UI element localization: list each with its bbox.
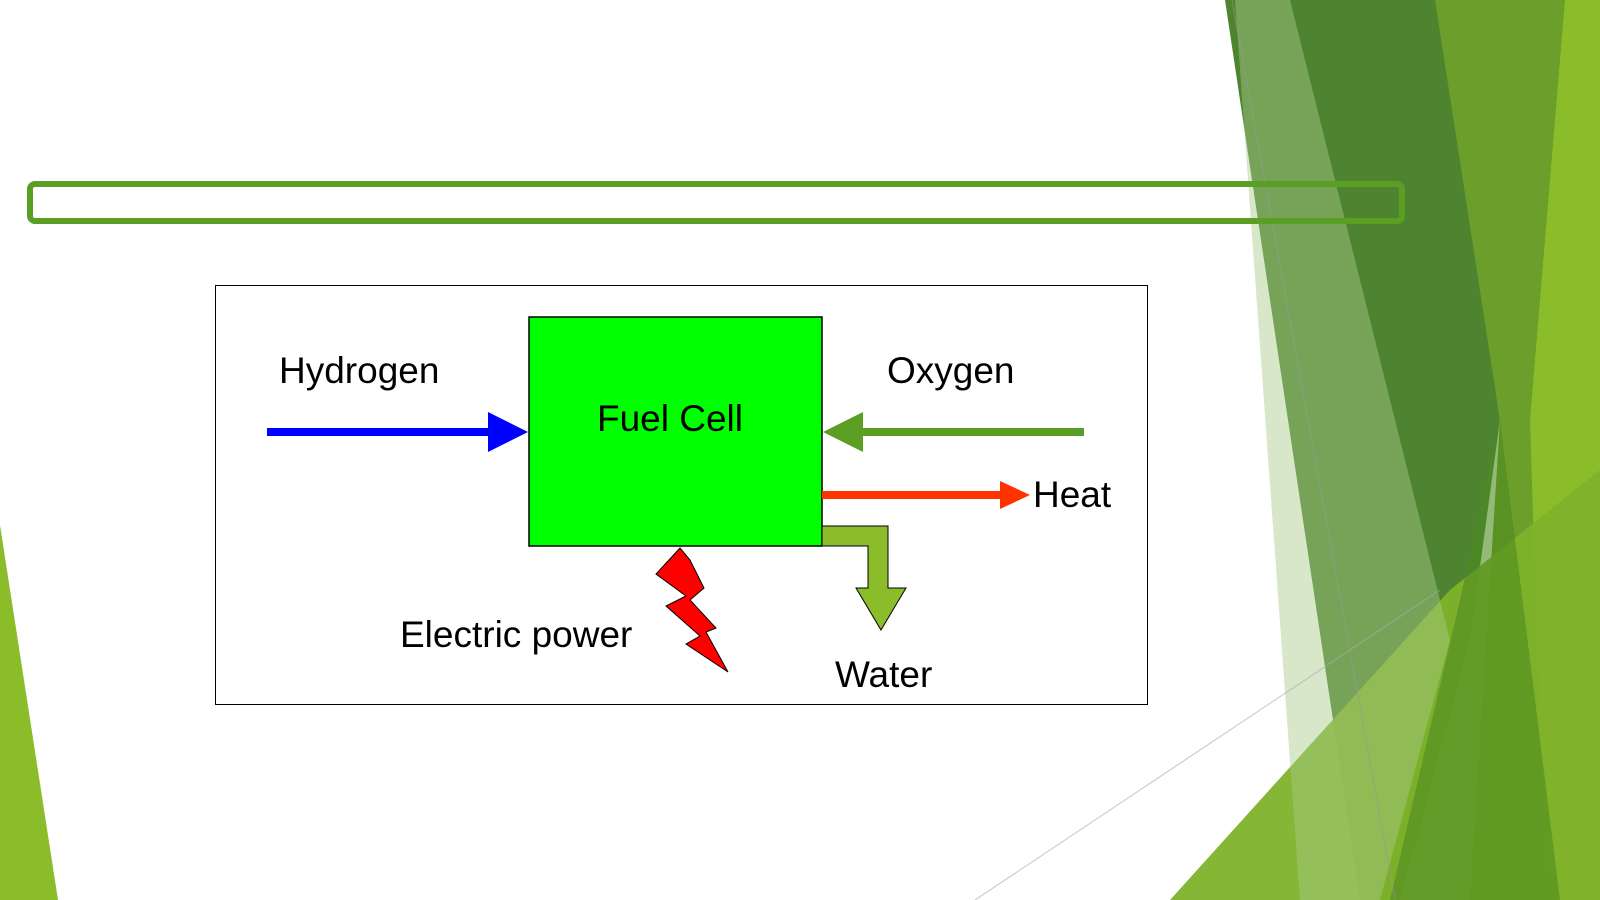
lightning-bolt-icon bbox=[655, 547, 729, 673]
thin-line-2 bbox=[974, 589, 1441, 900]
electric-power-label: Electric power bbox=[400, 614, 633, 655]
heat-label: Heat bbox=[1033, 474, 1112, 515]
hydrogen-arrow bbox=[267, 412, 528, 452]
fuel-cell-label: Fuel Cell bbox=[597, 398, 743, 439]
title-bar bbox=[27, 181, 1405, 224]
right-facet-fade bbox=[1235, 0, 1450, 900]
water-arrow bbox=[821, 525, 907, 631]
left-facet bbox=[0, 525, 58, 900]
thin-line-1 bbox=[1231, 0, 1396, 900]
fuel-cell-box bbox=[528, 316, 823, 547]
heat-arrow bbox=[822, 481, 1030, 509]
hydrogen-label: Hydrogen bbox=[279, 350, 440, 391]
oxygen-label: Oxygen bbox=[887, 350, 1015, 391]
water-label: Water bbox=[835, 654, 933, 695]
right-facet-lower-dark bbox=[1390, 420, 1560, 900]
oxygen-arrow bbox=[823, 412, 1084, 452]
